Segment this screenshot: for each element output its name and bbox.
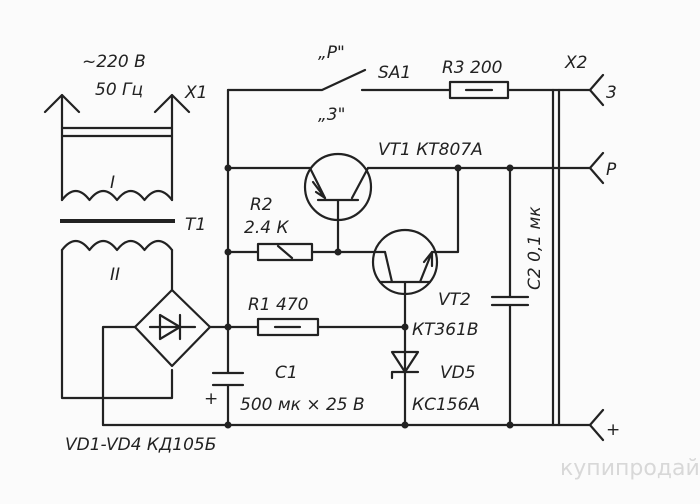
label-vt1: VT1 КТ807А: [378, 140, 483, 160]
resistor-r2: [256, 242, 314, 262]
label-pin-3: 3: [606, 83, 617, 103]
diode-bridge: [101, 288, 260, 427]
label-pin-plus: +: [606, 420, 620, 440]
label-pin-p: Р: [606, 160, 617, 180]
transistor-vt2: [371, 166, 460, 427]
label-mains-voltage: ~220 В: [82, 52, 146, 72]
zener-vd5: [390, 350, 420, 380]
label-bridge: VD1-VD4 КД105Б: [65, 435, 216, 455]
label-c2: С2 0,1 мк: [525, 206, 545, 290]
label-r1: R1 470: [248, 295, 308, 315]
resistor-r1: [256, 317, 320, 337]
label-c1-value: 500 мк × 25 В: [240, 395, 365, 415]
label-winding-secondary: II: [110, 265, 120, 285]
label-vd5-name: VD5: [440, 363, 476, 383]
switch-sa1: [226, 68, 367, 92]
label-c1-name: С1: [275, 363, 298, 383]
capacitor-c2: [490, 166, 530, 427]
label-x2: X2: [564, 53, 587, 73]
label-sa1: SA1: [378, 63, 411, 83]
label-switch-pos-3: „3": [318, 105, 345, 125]
label-vd5-type: КС156А: [412, 395, 480, 415]
junction-dots: [224, 164, 514, 429]
label-mains-freq: 50 Гц: [95, 80, 143, 100]
label-c1-polarity: +: [204, 389, 218, 409]
label-r2-name: R2: [250, 195, 273, 215]
label-t1: T1: [185, 215, 206, 235]
label-r3: R3 200: [442, 58, 502, 78]
watermark: купипродай: [560, 456, 700, 481]
label-x1: X1: [184, 83, 207, 103]
label-switch-pos-r: „Р": [318, 43, 345, 63]
transformer-t1: [43, 93, 191, 400]
label-vt2-type: КТ361В: [412, 320, 479, 340]
connector-x2: [588, 73, 605, 442]
cable-shield: [551, 88, 561, 427]
label-winding-primary: I: [110, 173, 115, 193]
label-vt2-name: VT2: [438, 290, 471, 310]
capacitor-c1: [211, 371, 245, 387]
resistor-r3: [448, 80, 510, 100]
label-r2-value: 2.4 К: [244, 218, 289, 238]
